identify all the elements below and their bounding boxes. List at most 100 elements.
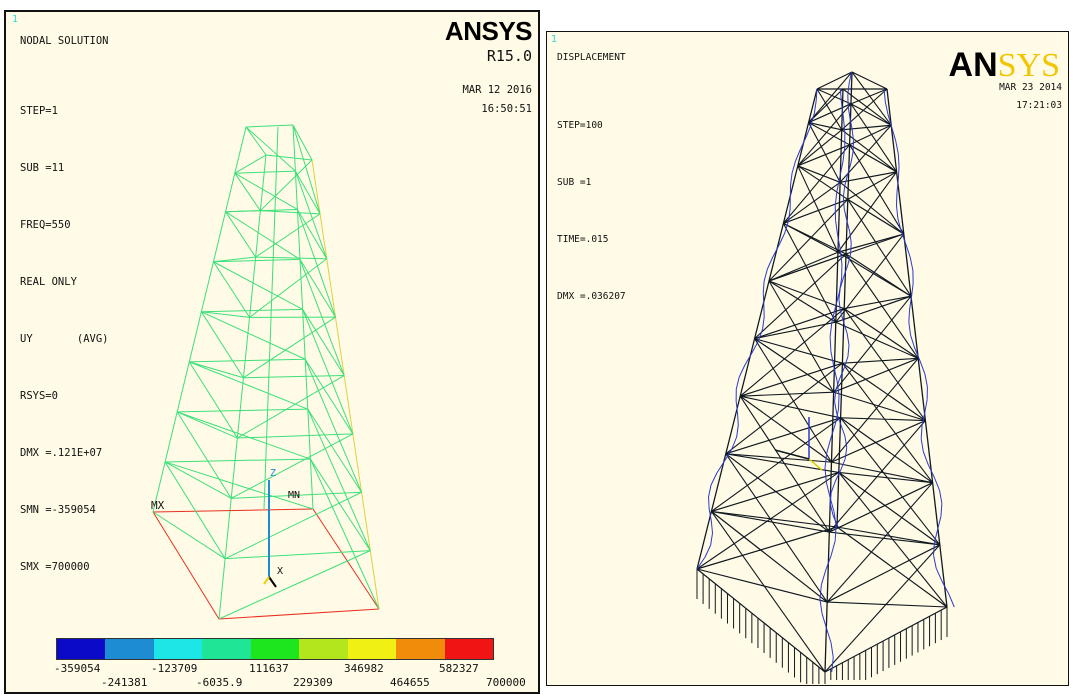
tower-brace <box>808 122 841 183</box>
tower-brace <box>307 408 371 551</box>
deformed-shape-line <box>842 118 846 133</box>
tower-brace <box>234 172 298 210</box>
tower-ring <box>768 280 837 323</box>
deformed-shape-line <box>831 307 836 323</box>
tower-brace <box>754 321 836 340</box>
info-line: STEP=100 <box>557 120 603 131</box>
deformed-shape-line <box>839 276 845 289</box>
deformed-shape-line <box>813 100 817 114</box>
info-block: STEP=100 SUB =1 TIME=.015 DMX =.036207 <box>557 78 626 344</box>
info-line: FREQ=550 <box>20 219 71 231</box>
deformed-shape-line <box>833 365 838 381</box>
tower-post <box>218 154 267 620</box>
deformed-shape-line <box>696 556 706 570</box>
tower-ring <box>165 458 311 463</box>
tower-mesh-plot[interactable] <box>6 12 538 692</box>
deformed-shape-line <box>843 322 848 334</box>
deformed-shape-line <box>920 425 923 439</box>
tower-brace <box>739 395 830 533</box>
tower-brace <box>797 165 849 200</box>
deformed-shape-line <box>791 160 796 174</box>
tower-displacement-plot[interactable] <box>547 32 1067 684</box>
tower-brace <box>189 361 308 410</box>
tower-ring <box>840 171 897 183</box>
deformed-shape-line <box>819 599 823 614</box>
deformed-shape-line <box>829 492 832 505</box>
deformed-shape-line <box>830 351 835 367</box>
tower-brace <box>176 411 238 439</box>
info-line: DMX =.121E+07 <box>20 447 103 459</box>
deformed-shape-line <box>829 336 832 352</box>
deformed-shape-line <box>824 467 827 483</box>
tower-ring <box>797 165 841 183</box>
deformed-shape-line <box>891 127 897 141</box>
deformed-shape-line <box>937 516 942 530</box>
info-line: TIME=.015 <box>557 234 609 245</box>
deformed-shape-line <box>887 114 893 128</box>
time-label: 17:21:03 <box>1016 100 1062 111</box>
deformed-shape-line <box>838 288 841 300</box>
tower-brace <box>833 391 926 422</box>
deformed-shape-line <box>841 103 844 119</box>
deformed-shape-line <box>738 364 746 378</box>
tower-brace <box>782 223 837 323</box>
deformed-shape-line <box>933 555 937 569</box>
deformed-shape-line <box>731 436 738 450</box>
deformed-shape-line <box>844 435 848 448</box>
deformed-shape-line <box>830 481 836 494</box>
deformed-shape-line <box>826 438 832 454</box>
tower-brace <box>838 471 933 484</box>
tower-brace <box>845 233 904 255</box>
tower-brace <box>260 159 313 212</box>
tower-brace <box>849 124 892 146</box>
colorbar-band <box>299 639 348 659</box>
tower-ring <box>837 233 904 253</box>
tower-brace <box>844 295 912 310</box>
tower-ring <box>847 198 905 235</box>
nodal-solution-viewport[interactable]: 1 NODAL SOLUTION STEP=1 SUB =11 FREQ=550… <box>4 10 540 694</box>
tower-brace <box>782 144 851 224</box>
deformed-shape-line <box>736 424 739 438</box>
info-block: STEP=1 SUB =11 FREQ=550 REAL ONLY UY (AV… <box>20 64 109 615</box>
deformed-shape-line <box>849 117 853 129</box>
tower-brace <box>849 144 905 235</box>
deformed-shape-line <box>948 593 955 608</box>
deformed-shape-line <box>883 88 886 102</box>
deformed-shape-line <box>909 257 914 271</box>
tower-brace <box>725 453 828 603</box>
tower-brace <box>835 233 905 323</box>
deformed-shape-line <box>920 438 924 452</box>
deformed-shape-line <box>908 309 911 323</box>
deformed-shape-line <box>836 176 841 192</box>
deformed-shape-line <box>840 458 846 471</box>
tower-brace <box>840 417 926 422</box>
tower-brace <box>851 71 892 126</box>
tower-ring <box>200 311 244 378</box>
deformed-shape-line <box>708 508 712 522</box>
x-axis-line <box>774 449 810 460</box>
tower-brace <box>189 361 244 379</box>
colorbar-band <box>57 639 106 659</box>
tower-brace <box>225 211 301 260</box>
deformed-shape-line <box>850 151 854 164</box>
displacement-viewport[interactable]: 1 DISPLACEMENT STEP=100 SUB =1 TIME=.015… <box>546 31 1069 686</box>
window-number: 1 <box>551 34 558 45</box>
tower-ring <box>265 154 313 161</box>
deformed-shape-line <box>839 310 845 323</box>
deformed-shape-line <box>847 253 852 266</box>
tower-brace <box>847 171 897 200</box>
tower-brace <box>842 357 919 364</box>
tower-ring <box>725 453 830 533</box>
tower-ring <box>245 124 294 128</box>
colorbar-label: 111637 <box>249 662 289 675</box>
deformed-shape-line <box>900 231 907 245</box>
tower-ring <box>740 362 843 397</box>
tower-ring <box>176 411 232 499</box>
deformed-shape-line <box>815 88 818 102</box>
tower-post <box>836 71 853 528</box>
tower-ring <box>152 511 220 620</box>
tower-brace <box>836 526 940 546</box>
deformed-shape-line <box>839 249 843 264</box>
tower-brace <box>808 71 853 123</box>
window-number: 1 <box>12 14 19 25</box>
